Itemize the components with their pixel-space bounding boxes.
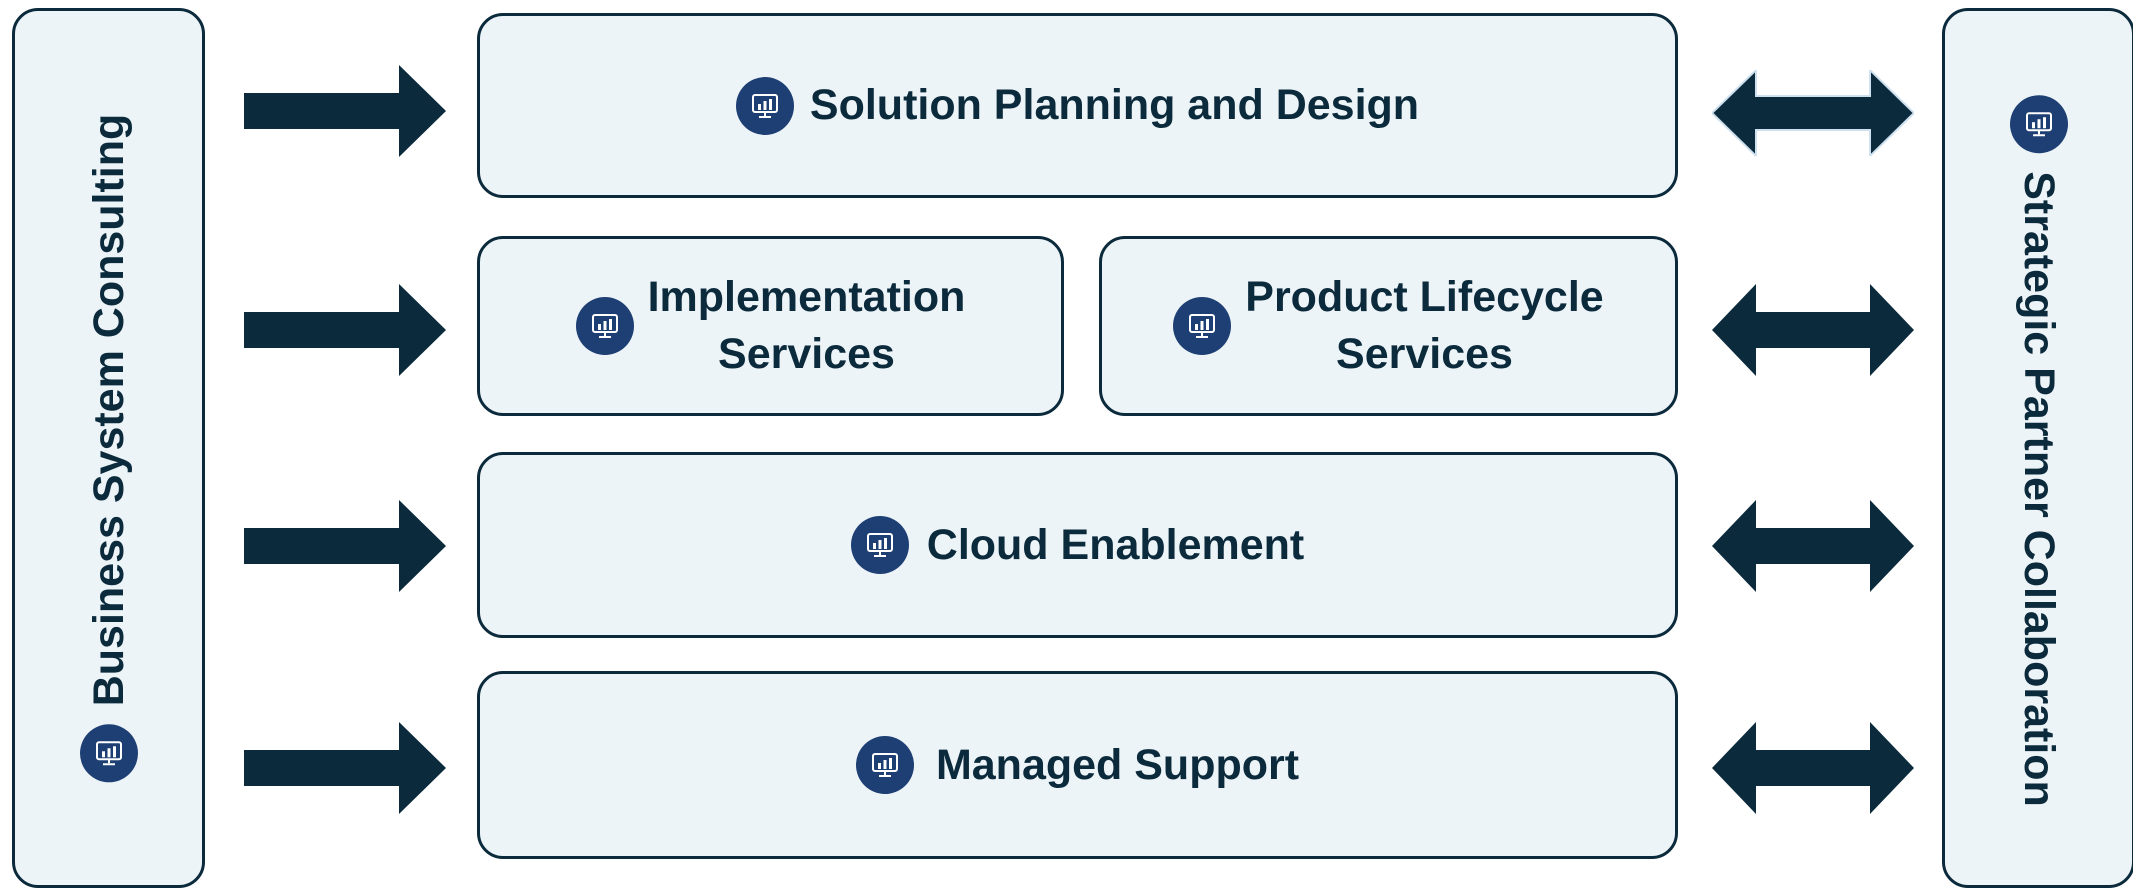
- product-lifecycle-services-content: Product Lifecycle Services: [1173, 269, 1604, 383]
- double-arrow-icon: [1712, 70, 1914, 156]
- monitor-chart-icon: [2009, 95, 2068, 154]
- cloud-enablement-label: Cloud Enablement: [926, 520, 1305, 569]
- monitor-chart-icon: [79, 724, 138, 783]
- monitor-chart-icon: [735, 76, 794, 135]
- double-arrow-icon: [1712, 500, 1914, 592]
- right-arrow-icon: [244, 284, 446, 376]
- double-arrow-icon: [1712, 722, 1914, 814]
- product-lifecycle-services-line2: Services: [1336, 330, 1513, 378]
- business-system-consulting-label: Business System Consulting: [84, 113, 133, 707]
- monitor-chart-icon: [575, 297, 634, 355]
- monitor-chart-icon: [850, 516, 909, 574]
- solution-planning-design-label: Solution Planning and Design: [809, 81, 1420, 130]
- double-arrow-icon: [1712, 284, 1914, 376]
- managed-support-box: Managed Support: [477, 671, 1678, 859]
- solution-planning-design-box: Solution Planning and Design: [477, 13, 1678, 198]
- business-system-consulting-content: Business System Consulting: [79, 113, 138, 783]
- monitor-chart-icon: [855, 736, 914, 794]
- cloud-enablement-content: Cloud Enablement: [850, 516, 1305, 574]
- implementation-services-box: Implementation Services: [477, 236, 1064, 416]
- implementation-services-line2: Services: [718, 330, 895, 378]
- managed-support-content: Managed Support: [855, 736, 1300, 794]
- right-arrow-icon: [244, 500, 446, 592]
- right-arrow-icon: [244, 65, 446, 157]
- strategic-partner-collaboration-pillar: Strategic Partner Collaboration: [1942, 8, 2133, 888]
- monitor-chart-icon: [1173, 297, 1232, 355]
- strategic-partner-collaboration-label: Strategic Partner Collaboration: [2014, 171, 2063, 807]
- cloud-enablement-box: Cloud Enablement: [477, 452, 1678, 638]
- product-lifecycle-services-label: Product Lifecycle Services: [1245, 269, 1603, 383]
- implementation-services-label: Implementation Services: [648, 269, 966, 383]
- business-system-consulting-pillar: Business System Consulting: [12, 8, 205, 888]
- strategic-partner-collaboration-content: Strategic Partner Collaboration: [2009, 95, 2068, 807]
- solution-planning-design-content: Solution Planning and Design: [735, 76, 1420, 135]
- implementation-services-line1: Implementation: [647, 273, 966, 322]
- right-arrow-icon: [244, 722, 446, 814]
- implementation-services-content: Implementation Services: [575, 269, 966, 383]
- product-lifecycle-services-box: Product Lifecycle Services: [1099, 236, 1678, 416]
- managed-support-label: Managed Support: [935, 740, 1300, 789]
- product-lifecycle-services-line1: Product Lifecycle: [1245, 273, 1604, 322]
